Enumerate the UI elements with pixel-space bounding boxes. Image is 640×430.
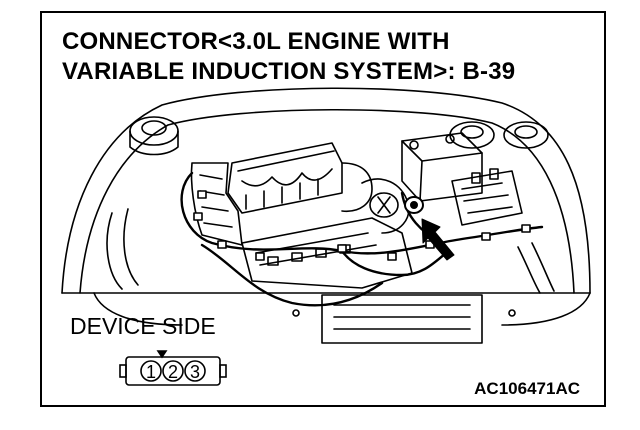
intake-plenum: [227, 142, 373, 214]
right-hose: [517, 242, 555, 294]
battery: [401, 132, 483, 202]
hood-outline: [61, 87, 591, 294]
arrow-pointer-icon: [421, 218, 455, 261]
device-side-label: DEVICE SIDE: [70, 313, 216, 339]
connector-key-tab: [156, 350, 168, 359]
connector-face-icon: 1 2 3: [119, 350, 227, 386]
diagram-title: CONNECTOR<3.0L ENGINE WITH VARIABLE INDU…: [62, 27, 515, 87]
left-hose: [106, 208, 139, 290]
figure-code: AC106471AC: [474, 379, 580, 398]
pin-1-circle: [140, 360, 162, 382]
title-line-2: VARIABLE INDUCTION SYSTEM>: B-39: [62, 58, 516, 85]
strut-tower-left: [129, 116, 179, 156]
pin-3-label: 3: [190, 362, 200, 382]
target-connector-b39: [404, 196, 424, 214]
diagram-frame: CONNECTOR<3.0L ENGINE WITH VARIABLE INDU…: [40, 11, 606, 407]
engine-bay-illustration: [61, 87, 591, 344]
pin-3-circle: [184, 360, 206, 382]
fuse-box: [451, 168, 523, 226]
pin-2-circle: [162, 360, 184, 382]
pin-2-label: 2: [168, 362, 178, 382]
left-cylinder-head: [190, 162, 243, 246]
front-cross-member: [61, 292, 591, 344]
pin-1-label: 1: [146, 362, 156, 382]
connector-latch-left: [119, 364, 127, 378]
wire-connectors: [193, 190, 531, 261]
title-line-1: CONNECTOR<3.0L ENGINE WITH: [62, 28, 450, 55]
bay-inner-outline: [79, 108, 575, 294]
connector-latch-right: [219, 364, 227, 378]
